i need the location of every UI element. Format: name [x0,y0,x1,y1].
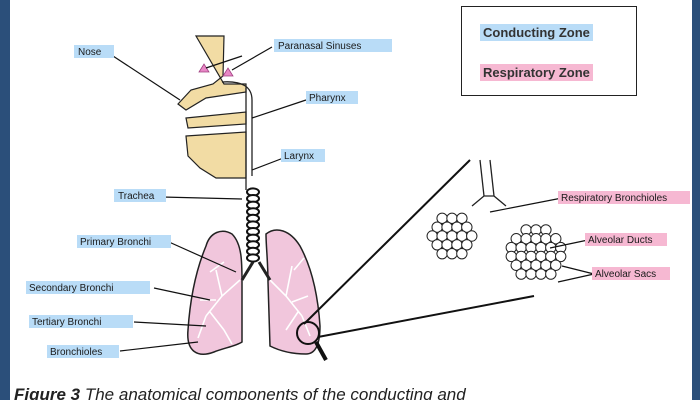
nasal-cavity [177,35,247,111]
highlight-bronchioles [47,345,119,358]
label-pharynx: Pharynx [309,93,346,104]
respiratory-bronchiole-tube [471,159,507,207]
label-paranasal-sinuses: Paranasal Sinuses [278,41,361,52]
leader-pharynx [251,99,307,119]
magnifier-lens [296,321,320,345]
zoom-lines [303,159,535,338]
diagram-frame: Nose Paranasal Sinuses Pharynx Larynx Tr… [10,0,692,400]
highlight-pharynx [306,91,358,104]
highlight-alveolar-sacs [592,267,670,280]
alveolar-sac-left [426,212,478,260]
alveolus [525,268,537,280]
label-secondary-bronchi: Secondary Bronchi [29,283,114,294]
pharynx-wall [221,81,253,176]
labels: Nose Paranasal Sinuses Pharynx Larynx Tr… [26,39,690,358]
alveolus [535,268,547,280]
label-primary-bronchi: Primary Bronchi [80,237,151,248]
leader-nose [112,55,181,101]
label-respiratory-bronchioles: Respiratory Bronchioles [561,193,667,204]
trachea-ring [246,253,260,263]
leader-trachea [161,196,243,200]
alveolus [555,250,567,263]
zoom-line-bottom [317,295,535,338]
head-airway [177,35,253,190]
jaw [185,131,247,179]
highlight-respiratory-bronchioles [558,191,690,204]
label-bronchioles: Bronchioles [50,347,102,358]
sinus-right [222,67,234,77]
alveolus [461,221,473,233]
primary-bronchi-branch [240,261,272,281]
highlight-paranasal-sinuses [274,39,392,52]
figure-caption: Figure 3 The anatomical components of th… [14,385,466,400]
label-alveolar-ducts: Alveolar Ducts [588,235,652,246]
alveolus [545,268,557,280]
label-larynx: Larynx [284,151,314,162]
label-trachea: Trachea [118,191,155,202]
leader-primary [168,241,237,273]
leader-sinus-b [205,55,243,69]
alveolus [456,212,468,225]
right-lung [265,229,321,355]
highlight-alveolar-ducts [585,233,667,246]
oral-cavity [185,111,247,129]
leader-lines [112,46,595,352]
alveoli-inset [426,159,567,280]
leader-resp-bronchioles [489,197,563,213]
leader-ducts [549,239,589,249]
alveolus [515,268,527,280]
legend-respiratory-zone: Respiratory Zone [480,64,593,81]
leader-sinus-a [231,46,273,71]
label-tertiary-bronchi: Tertiary Bronchi [32,317,101,328]
lungs [187,229,328,361]
magnifier-handle [314,341,328,361]
zoom-line-top [303,159,471,325]
left-lung [187,230,243,355]
alveolar-sac-right [505,224,567,280]
alveolus [466,230,478,242]
label-alveolar-sacs: Alveolar Sacs [595,269,656,280]
leader-larynx [251,156,287,171]
alveolus [456,247,468,260]
highlight-secondary-bronchi [26,281,150,294]
bronchial-tree-right [269,257,311,337]
legend-conducting-zone: Conducting Zone [480,24,593,41]
label-nose: Nose [78,47,102,58]
highlight-nose [74,45,114,58]
highlight-tertiary-bronchi [29,315,133,328]
alveolus [461,239,473,251]
respiratory-diagram: Nose Paranasal Sinuses Pharynx Larynx Tr… [26,35,690,361]
caption-text: The anatomical components of the conduct… [80,385,466,400]
alveolus [550,259,562,271]
leader-tertiary [133,321,207,327]
leader-bronchioles [119,341,199,352]
highlight-trachea [114,189,166,202]
alveolus [446,247,458,260]
leader-secondary [153,287,211,301]
zone-legend: Conducting Zone Respiratory Zone [461,6,637,96]
highlight-larynx [281,149,325,162]
alveolus [436,247,448,260]
alveolus [550,233,562,245]
caption-figure-number: Figure 3 [14,385,81,400]
trachea-rings [246,187,260,263]
leader-sacs-a [561,265,595,275]
highlight-primary-bronchi [77,235,171,248]
leader-sacs-b [557,273,595,283]
